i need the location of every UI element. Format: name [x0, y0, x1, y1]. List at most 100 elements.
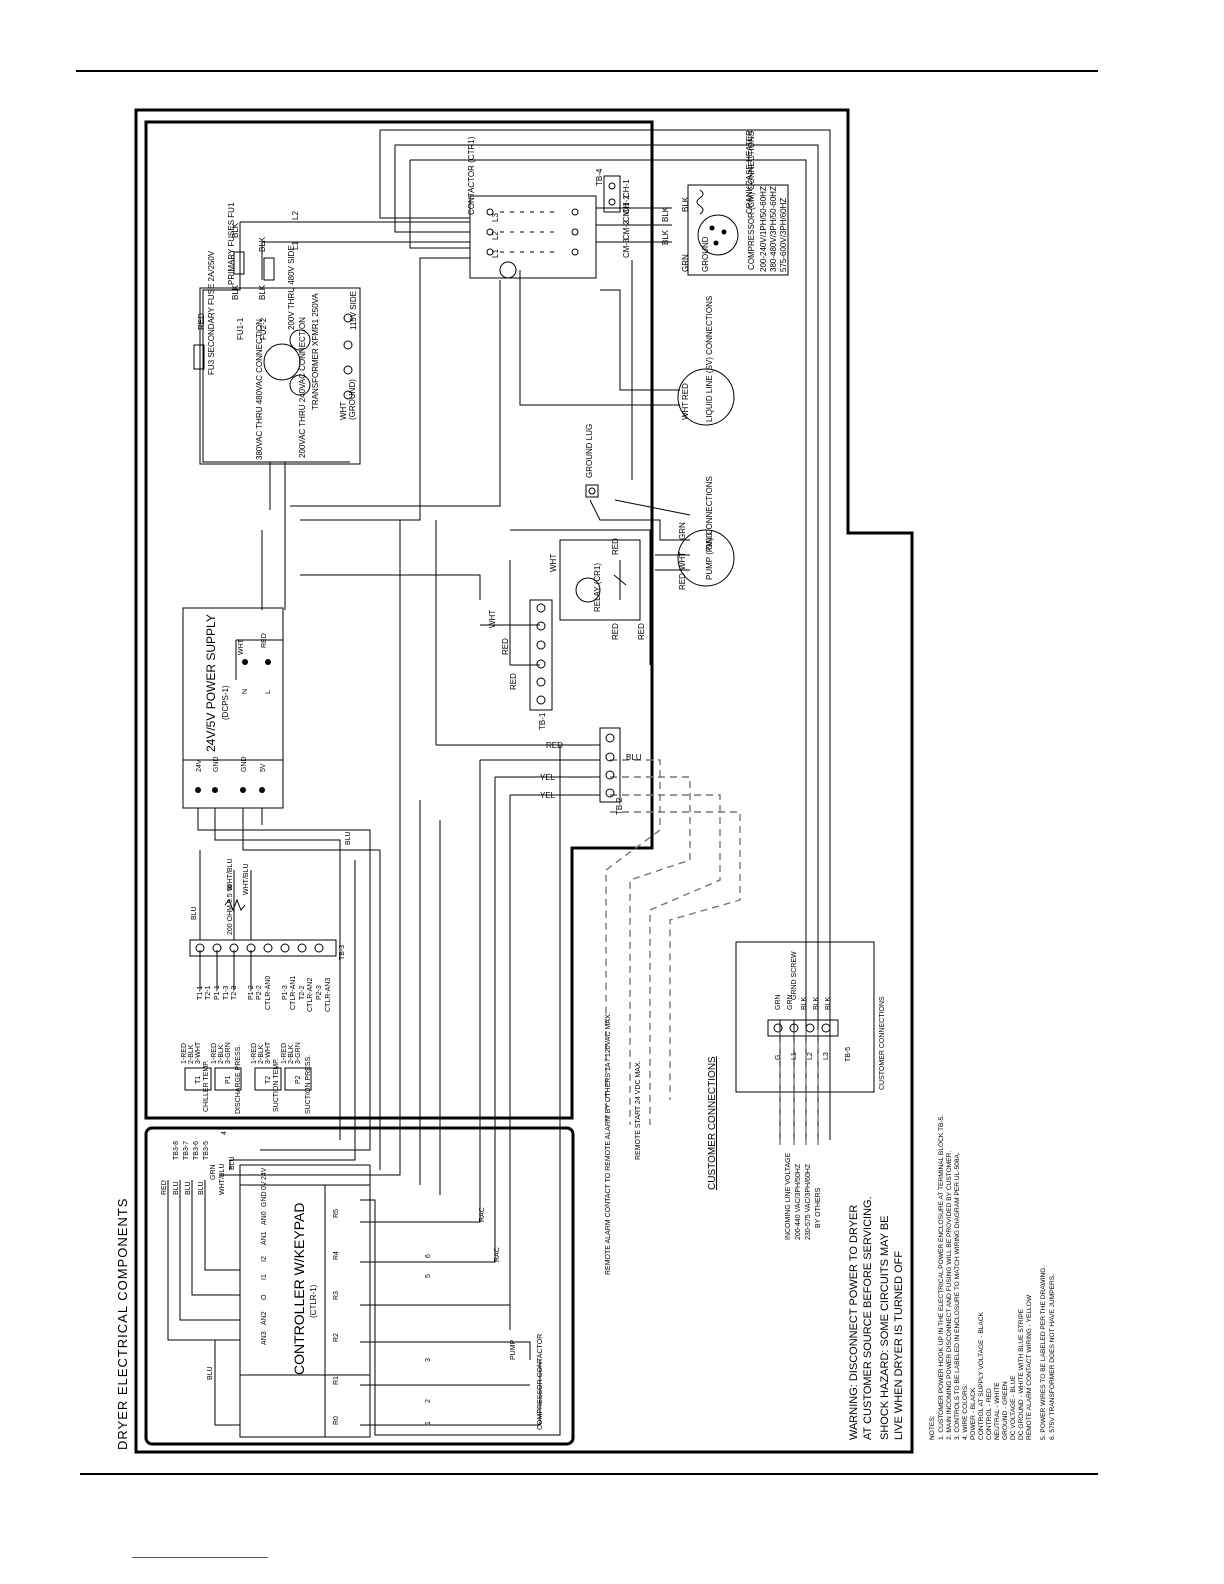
tb1-wire-red-2: RED [509, 673, 518, 690]
tb5-wire-2: BLK [801, 996, 808, 1010]
ctlr-relay-r1: R1 [333, 1376, 340, 1385]
transformer-note-380: 380VAC THRU 480VAC CONNECTION [255, 319, 264, 460]
outer-enclosure [134, 108, 914, 1454]
ctlr-tb-1: TB3-8 [173, 1141, 180, 1160]
relay-name: RELAY (CR1) [593, 563, 602, 612]
sensor-t1-w0: 1-RED [181, 1043, 188, 1064]
pump-red: RED [678, 573, 687, 590]
sensor-t1-name: CHILLER TEMP. [203, 1060, 210, 1112]
pump-wht: WHT [678, 552, 687, 570]
ctlr-num-2: 2 [425, 1399, 432, 1403]
liquid-line-connections [677, 368, 735, 426]
note-6: CONTROL AT SUPPLY VOLTAGE - BLACK [978, 1311, 985, 1440]
terminal-block-tb1 [529, 599, 553, 711]
ps-wire-red: RED [261, 633, 268, 648]
tb3-wire-blu: BLU [191, 906, 198, 920]
customer-remote-wiring [605, 759, 819, 1145]
tb5-ground-screw: GRND SCREW [791, 951, 798, 1000]
sensor-p1-w1: 2-BLK [218, 1044, 225, 1064]
note-11: DC GROUND - WHITE WITH BLUE STRIPE [1018, 1308, 1025, 1440]
contactor-l3: L3 [491, 213, 500, 222]
transformer-wire-blk2: BLK [258, 284, 267, 300]
note-10: DC VOLTAGE - BLUE [1010, 1375, 1017, 1440]
transformer-primary-fuses: PRIMARY FUSES FU1 [227, 202, 236, 285]
compressor-labels: CRANKCASE HEATER COMPRESSOR (CM) CONNECT… [661, 130, 788, 272]
ps-term-5v: 5V [260, 763, 267, 772]
terminal-block-tb4 [603, 175, 621, 213]
ctlr-num-3: 3 [425, 1358, 432, 1362]
tb2-yel-1: YEL [540, 773, 556, 782]
tb5-wire-0: GRN [775, 994, 782, 1010]
sensor-t2-w0: 1-RED [251, 1043, 258, 1064]
sensor-p2-w0: 1-RED [281, 1043, 288, 1064]
tb4-cm3: CM-3 [622, 238, 631, 258]
note-0: NOTES: [929, 1415, 936, 1440]
ctlr-wire-whtblu: WHT/BLU [219, 1164, 226, 1196]
ground-lug-label: GROUND LUG [585, 424, 594, 478]
compressor-rating-1: 200-240V/1PH/50-60HZ [759, 186, 768, 272]
transformer-note-200: 200VAC THRU 240VAC CONNECTION [298, 317, 307, 458]
customer-labels: CUSTOMER CONNECTIONS REMOTE ALARM CONTAC… [605, 951, 886, 1275]
sensor-t1-w2: 3-WHT [195, 1041, 202, 1064]
tb1-name: TB-1 [538, 712, 547, 730]
footer-link-underline[interactable] [132, 1557, 268, 1558]
transformer-fuse-label-2: FU2-2 [259, 317, 268, 340]
ctlr-term-i1: I1 [261, 1274, 268, 1280]
compressor-wire-3: BLK [681, 196, 690, 212]
contactor-name: CONTACTOR (CTR1) [467, 136, 476, 215]
tb3-label-1: T2-1 [205, 986, 212, 1001]
tb3-label-3: T1-3 [223, 986, 230, 1001]
sensor-p2-w2: 3-GRN [295, 1042, 302, 1064]
transformer-secondary-fuse: FU3 SECONDARY FUSE 2A/250V [207, 250, 216, 375]
note-2: 2. MAIN INCOMING POWER DISCONNECT AND FU… [946, 1151, 953, 1440]
sensor-t2-w2: 3-WHT [265, 1041, 272, 1064]
sensor-p1-name: DISCHARGE PRESS. [235, 1045, 242, 1114]
liquid-line-name: LIQUID LINE (SV) CONNECTIONS [705, 296, 714, 422]
tb2-name: TB-2 [615, 797, 624, 815]
transformer-note-side: 200V THRU 480V SIDE [287, 245, 296, 330]
ps-term-gnd1: GND [213, 756, 220, 772]
ctlr-wire-blu-6: BLU [345, 831, 352, 845]
notes-block: NOTES: 1. CUSTOMER POWER HOOK UP IN THE … [929, 1115, 1056, 1440]
tb5-name: TB-5 [845, 1047, 852, 1062]
ctlr-num-6: 6 [425, 1254, 432, 1258]
pump-grn: GRN [678, 522, 687, 540]
ctlr-relay-r2: R2 [333, 1333, 340, 1342]
note-12: REMOTE ALARM CONTACT WIRING - YELLOW [1026, 1294, 1033, 1440]
ps-wire-wht: WHT [238, 638, 245, 655]
compressor-wire-2: BLK [661, 229, 670, 245]
customer-incoming-3: 230-575 VAC/3PH/60HZ [805, 1163, 812, 1240]
terminal-block-tb2 [599, 727, 621, 803]
sensor-p1-w0: 1-RED [211, 1043, 218, 1064]
tb1-wire-wht: WHT [488, 610, 497, 628]
sensor-t1-w1: 2-BLK [188, 1044, 195, 1064]
relay-red-3: RED [637, 623, 646, 640]
tb3-labels: TB-3 200 OHM 0.5 W BLU WHT/BLU WHT/BLU T… [191, 859, 346, 1013]
ctlr-num-4: 4 [221, 1131, 228, 1135]
tb5-caption: CUSTOMER CONNECTIONS [879, 996, 886, 1090]
sensor-p2-name: SUCTION PRESS. [305, 1055, 312, 1114]
compressor-connections [687, 184, 789, 276]
compressor-ground: GROUND [701, 236, 710, 272]
tb4-cm2: CM-2 [622, 220, 631, 240]
tb3-name: TB-3 [339, 945, 346, 960]
ctlr-wire-blu-2: BLU [185, 1181, 192, 1195]
tb3-label-5: P1-2 [248, 985, 255, 1000]
ctlr-relay-r4: R4 [333, 1251, 340, 1260]
warning-line-2: AT CUSTOMER SOURCE BEFORE SERVICING. [862, 1196, 874, 1440]
ctlr-out-pump: PUMP [510, 1339, 517, 1360]
ctlr-out-compressor: COMPRESSOR CONTACTOR [537, 1334, 544, 1430]
tb3-label-12: P2-3 [316, 985, 323, 1000]
ctlr-relay-r0: R0 [333, 1416, 340, 1425]
tb3-wire-whtblu-2: WHT/BLU [243, 864, 250, 896]
transformer-wire-blk4: BLK [258, 236, 267, 252]
tb5-term-l1: L1 [791, 1052, 798, 1060]
note-13: 5. POWER WIRES TO BE LABELED PER THE DRA… [1040, 1266, 1047, 1440]
ctlr-wire-grn: GRN [210, 1164, 217, 1180]
sensor-p1-id: P1 [225, 1075, 232, 1084]
tb5-term-l3: L3 [823, 1052, 830, 1060]
pump-name: PUMP (PM) CONNECTIONS [705, 476, 714, 580]
transformer-wire-blk1: BLK [231, 284, 240, 300]
note-1: 1. CUSTOMER POWER HOOK UP IN THE ELECTRI… [938, 1115, 945, 1440]
note-8: NEUTRAL - WHITE [994, 1382, 1001, 1440]
